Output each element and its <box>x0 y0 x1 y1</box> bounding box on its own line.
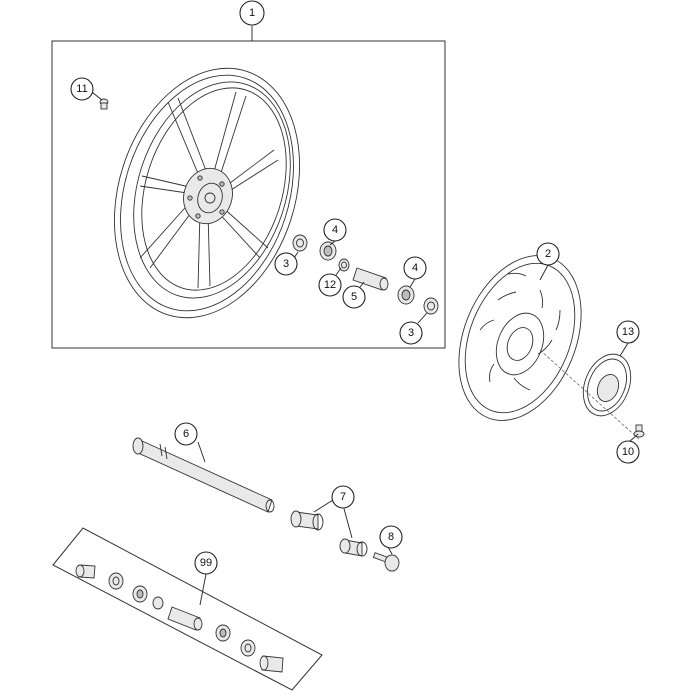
brake-disc <box>458 255 582 421</box>
callout-2: 2 <box>536 242 560 266</box>
callout-4-right: 4 <box>403 256 427 280</box>
spacer-large <box>290 510 324 531</box>
spacer-ring <box>338 258 350 272</box>
callout-3-right: 3 <box>399 321 423 345</box>
callout-7-label: 7 <box>340 491 346 503</box>
callout-12-label: 12 <box>324 279 336 291</box>
callout-10-label: 10 <box>622 446 634 458</box>
callout-4-left: 4 <box>323 218 347 242</box>
callout-8-label: 8 <box>388 531 394 543</box>
axle-bolt <box>372 552 400 572</box>
wheel-axle <box>132 437 275 513</box>
callout-6: 6 <box>174 422 198 446</box>
callout-4-left-label: 4 <box>332 224 338 236</box>
callout-13: 13 <box>616 320 640 344</box>
callout-7: 7 <box>331 485 355 509</box>
repair-kit-parts <box>75 564 284 673</box>
callout-11: 11 <box>70 77 94 101</box>
left-seal <box>292 234 308 252</box>
callout-8: 8 <box>379 525 403 549</box>
disc-screw <box>633 424 645 438</box>
callout-12: 12 <box>318 273 342 297</box>
callout-4-right-label: 4 <box>412 262 418 274</box>
repair-kit-frame <box>52 527 323 691</box>
wheel-rim <box>113 67 301 319</box>
callout-13-label: 13 <box>622 326 634 338</box>
callout-99-label: 99 <box>200 557 212 569</box>
left-bearing <box>319 241 337 261</box>
distance-sleeve <box>352 267 389 291</box>
right-seal <box>423 297 439 315</box>
wheel-assembly-frame <box>51 40 446 349</box>
sensor-ring <box>582 353 632 417</box>
callout-3-right-label: 3 <box>408 327 414 339</box>
valve-screw <box>99 98 109 110</box>
callout-6-label: 6 <box>183 428 189 440</box>
callout-5-label: 5 <box>351 291 357 303</box>
right-bearing <box>397 285 415 305</box>
callout-10: 10 <box>616 440 640 464</box>
callout-99: 99 <box>194 551 218 575</box>
callout-1-label: 1 <box>249 7 255 19</box>
callout-5: 5 <box>342 285 366 309</box>
callout-11-label: 11 <box>76 83 87 95</box>
callout-3-left-label: 3 <box>283 258 289 270</box>
callout-1: 1 <box>239 0 265 26</box>
callout-3-left: 3 <box>274 252 298 276</box>
callout-2-label: 2 <box>545 248 551 260</box>
spacer-small <box>339 538 368 557</box>
